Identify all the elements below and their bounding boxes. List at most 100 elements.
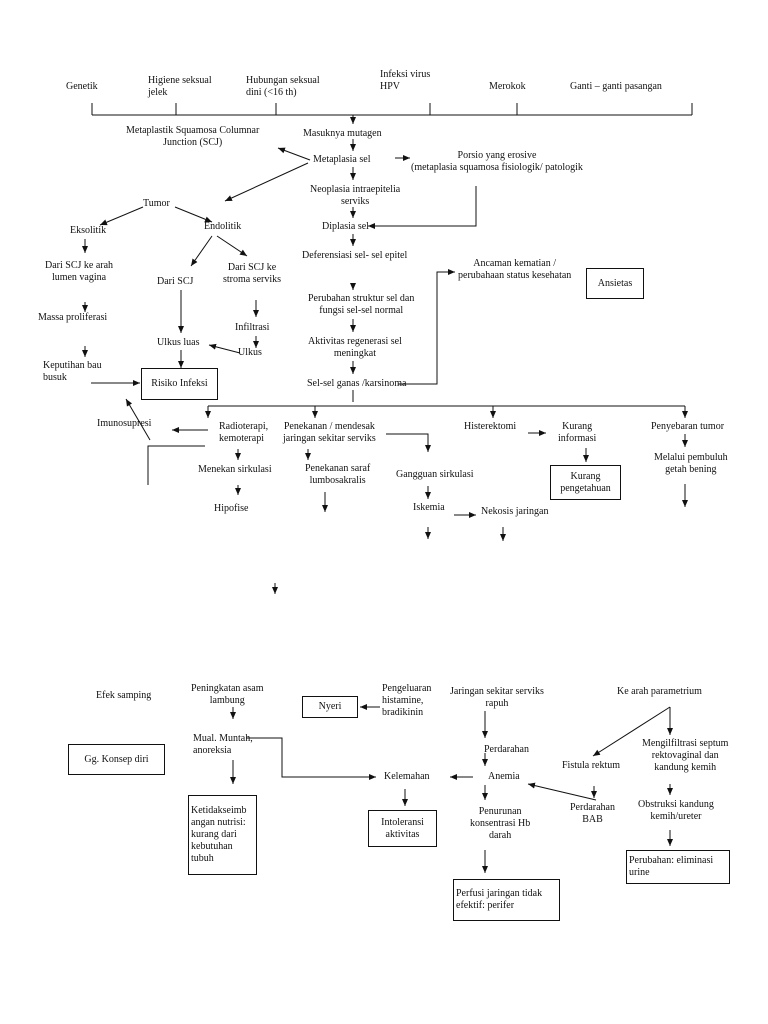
risk-higiene: Higiene seksual jelek xyxy=(148,75,212,99)
penurunan-l2: konsentrasi Hb xyxy=(470,818,531,829)
saraf-node: Penekanan saraf lumbosakralis xyxy=(305,463,370,487)
melalui-l2: getah bening xyxy=(665,464,717,475)
saraf-l1: Penekanan saraf xyxy=(305,463,371,474)
mengilfiltrasi-l1: Mengilfiltrasi septum xyxy=(642,738,729,749)
nutrisi-l5: tubuh xyxy=(191,853,214,864)
perdarahan-node: Perdarahan xyxy=(484,744,529,755)
perdarahan-bab-l1: Perdarahan xyxy=(570,802,615,813)
pengeluaran-l3: bradikinin xyxy=(382,707,424,718)
porsio-l1: Porsio yang erosive xyxy=(457,150,537,161)
risk-infeksi-l1: Infeksi virus xyxy=(380,69,431,80)
scj-node: Metaplastik Squamosa Columnar Junction (… xyxy=(126,125,259,149)
eksolitik-node: Eksolitik xyxy=(70,225,107,236)
imunosupresi-node: Imunosupresi xyxy=(97,418,152,429)
nutrisi-l3: kurang dari xyxy=(191,829,237,840)
ancaman-node: Ancaman kematian / perubahaan status kes… xyxy=(458,258,571,282)
kurang-informasi-l1: Kurang xyxy=(562,421,593,432)
penurunan-l1: Penurunan xyxy=(478,806,522,817)
penekanan-l1: Penekanan / mendesak xyxy=(283,421,375,432)
nutrisi-l1: Ketidakseimb xyxy=(191,805,247,816)
mual-l2: anoreksia xyxy=(193,745,232,756)
perdarahan-bab: Perdarahan BAB xyxy=(570,802,615,826)
mual-node: Mual. Muntah, anoreksia xyxy=(193,733,253,757)
risk-hubungan-l2: dini (<16 th) xyxy=(246,87,297,98)
penekanan-node: Penekanan / mendesak jaringan sekitar se… xyxy=(283,421,376,445)
dari-scj: Dari SCJ xyxy=(157,276,194,287)
hipofise-node: Hipofise xyxy=(214,503,249,514)
penyebaran-tumor: Penyebaran tumor xyxy=(651,421,725,432)
tumor-node: Tumor xyxy=(143,198,170,209)
aktivitas-l2: meningkat xyxy=(333,348,377,359)
ansietas-box: Ansietas xyxy=(586,268,644,299)
risk-hubungan: Hubungan seksual dini (<16 th) xyxy=(246,75,320,99)
dari-scj-lumen: Dari SCJ ke arah lumen vagina xyxy=(45,260,113,284)
peningkatan-l1: Peningkatan asam xyxy=(191,683,264,694)
menekan-sirkulasi: Menekan sirkulasi xyxy=(198,464,272,475)
jaringan-l2: rapuh xyxy=(485,698,509,709)
risk-higiene-l2: jelek xyxy=(148,87,168,98)
ulkus-node: Ulkus xyxy=(238,347,262,358)
jaringan-l1: Jaringan sekitar serviks xyxy=(450,686,544,697)
keputihan-l1: Keputihan bau xyxy=(43,360,102,371)
kurang-informasi-l2: informasi xyxy=(558,433,597,444)
pengeluaran-l1: Pengeluaran xyxy=(382,683,432,694)
intoleransi-l1: Intoleransi xyxy=(381,816,424,828)
nutrisi-box: Ketidakseimb angan nutrisi: kurang dari … xyxy=(188,795,257,875)
diplasia-sel: Diplasia sel xyxy=(322,221,369,232)
neoplasia-l1: Neoplasia intraepitelia xyxy=(310,184,401,195)
peningkatan-l2: lambung xyxy=(209,695,245,706)
eliminasi-box: Perubahan: eliminasi urine xyxy=(626,850,730,884)
penurunan-l3: darah xyxy=(489,830,512,841)
pengeluaran-l2: histamine, xyxy=(382,695,424,706)
karsinoma-node: Sel-sel ganas /karsinoma xyxy=(307,378,407,389)
radioterapi-l1: Radioterapi, xyxy=(219,421,269,432)
efek-samping: Efek samping xyxy=(96,690,152,701)
massa-proliferasi: Massa proliferasi xyxy=(38,312,108,323)
dari-scj-lumen-l1: Dari SCJ ke arah xyxy=(45,260,114,271)
fistula-rektum: Fistula rektum xyxy=(562,760,621,771)
mengilfiltrasi-node: Mengilfiltrasi septum rektovaginal dan k… xyxy=(642,738,728,774)
penurunan-hb: Penurunan konsentrasi Hb darah xyxy=(470,806,530,842)
intoleransi-box: Intoleransi aktivitas xyxy=(368,810,437,847)
keputihan-l2: busuk xyxy=(43,372,67,383)
neoplasia-l2: serviks xyxy=(340,196,370,207)
obstruksi-node: Obstruksi kandung kemih/ureter xyxy=(638,799,714,823)
deferensiasi-node: Deferensiasi sel- sel epitel xyxy=(302,250,408,261)
perubahan-l1: Perubahan struktur sel dan xyxy=(308,293,415,304)
kurang-pengetahuan-l2: pengetahuan xyxy=(560,482,611,494)
pengeluaran-node: Pengeluaran histamine, bradikinin xyxy=(382,683,431,719)
kurang-informasi: Kurang informasi xyxy=(558,421,596,445)
aktivitas-node: Aktivitas regenerasi sel meningkat xyxy=(308,336,402,360)
kurang-pengetahuan-box: Kurang pengetahuan xyxy=(550,465,621,500)
risk-infeksi-l2: HPV xyxy=(380,81,401,92)
risiko-infeksi-box: Risiko Infeksi xyxy=(141,368,218,400)
mengilfiltrasi-l2: rektovaginal dan xyxy=(651,750,719,761)
endolitik-node: Endolitik xyxy=(204,221,242,232)
kurang-pengetahuan-l1: Kurang xyxy=(570,470,601,482)
iskemia-node: Iskemia xyxy=(413,502,445,513)
risk-infeksi: Infeksi virus HPV xyxy=(380,69,430,93)
dari-scj-stroma-l2: stroma serviks xyxy=(223,274,282,285)
kelemahan-node: Kelemahan xyxy=(384,771,430,782)
infiltrasi-node: Infiltrasi xyxy=(235,322,270,333)
melalui-node: Melalui pembuluh getah bening xyxy=(654,452,728,476)
intoleransi-l2: aktivitas xyxy=(385,828,420,840)
risk-hubungan-l1: Hubungan seksual xyxy=(246,75,320,86)
eliminasi-l1: Perubahan: eliminasi xyxy=(629,855,714,866)
perubahan-l2: fungsi sel-sel normal xyxy=(319,305,404,316)
melalui-l1: Melalui pembuluh xyxy=(654,452,728,463)
obstruksi-l2: kemih/ureter xyxy=(650,811,702,822)
aktivitas-l1: Aktivitas regenerasi sel xyxy=(308,336,402,347)
perfusi-box: Perfusi jaringan tidak efektif: perifer xyxy=(453,879,560,921)
scj-l2: Junction (SCJ) xyxy=(163,137,223,148)
perfusi-l2: efektif: perifer xyxy=(456,900,515,911)
radioterapi-l2: kemoterapi xyxy=(219,433,264,444)
gangguan-sirkulasi: Gangguan sirkulasi xyxy=(396,469,474,480)
risk-merokok: Merokok xyxy=(489,81,526,92)
metaplasia-sel: Metaplasia sel xyxy=(313,154,371,165)
masuknya-mutagen: Masuknya mutagen xyxy=(303,128,382,139)
parametrium-node: Ke arah parametrium xyxy=(617,686,702,697)
ancaman-l1: Ancaman kematian / xyxy=(473,258,557,269)
